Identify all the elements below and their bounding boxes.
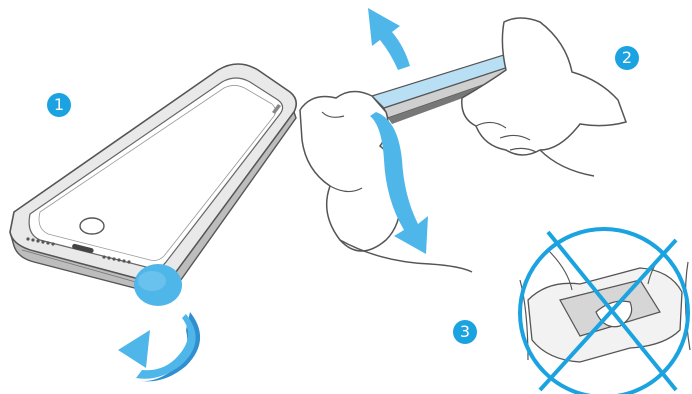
step-2-number: 2 (622, 48, 632, 67)
step-3-badge: 3 (453, 320, 477, 344)
step-1-number: 1 (54, 95, 64, 114)
step-1-badge: 1 (47, 93, 71, 117)
step-2-badge: 2 (615, 46, 639, 70)
hands-removing-film-illustration (520, 250, 690, 362)
rotate-arrow-icon (118, 312, 200, 381)
step-3-number: 3 (460, 322, 470, 341)
